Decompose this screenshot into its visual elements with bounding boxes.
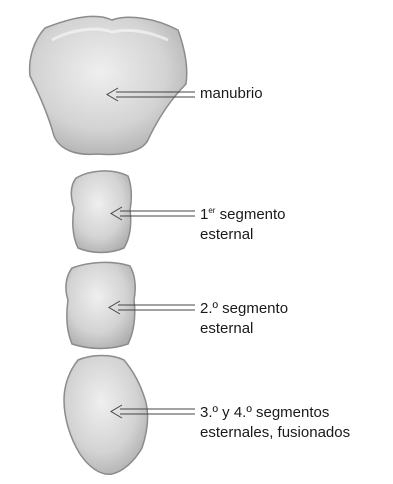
segment-3-4-bone	[64, 356, 148, 475]
label-segment-1: 1er segmento esternal	[200, 205, 286, 245]
label-seg34-line2: esternales, fusionados	[200, 424, 350, 441]
label-seg2-line2: esternal	[200, 320, 253, 337]
label-manubrio-text: manubrio	[200, 85, 263, 102]
label-seg1-line2: esternal	[200, 226, 253, 243]
label-manubrio: manubrio	[200, 84, 263, 104]
label-segment-2: 2.º segmento esternal	[200, 299, 288, 339]
label-seg2-line1: 2.º segmento	[200, 300, 288, 317]
manubrio-bone	[30, 16, 187, 154]
label-segment-3-4: 3.º y 4.º segmentos esternales, fusionad…	[200, 403, 350, 443]
label-seg34-line1: 3.º y 4.º segmentos	[200, 404, 329, 421]
label-seg1-line1: segmento	[215, 206, 285, 223]
segment-1-bone	[71, 171, 131, 253]
